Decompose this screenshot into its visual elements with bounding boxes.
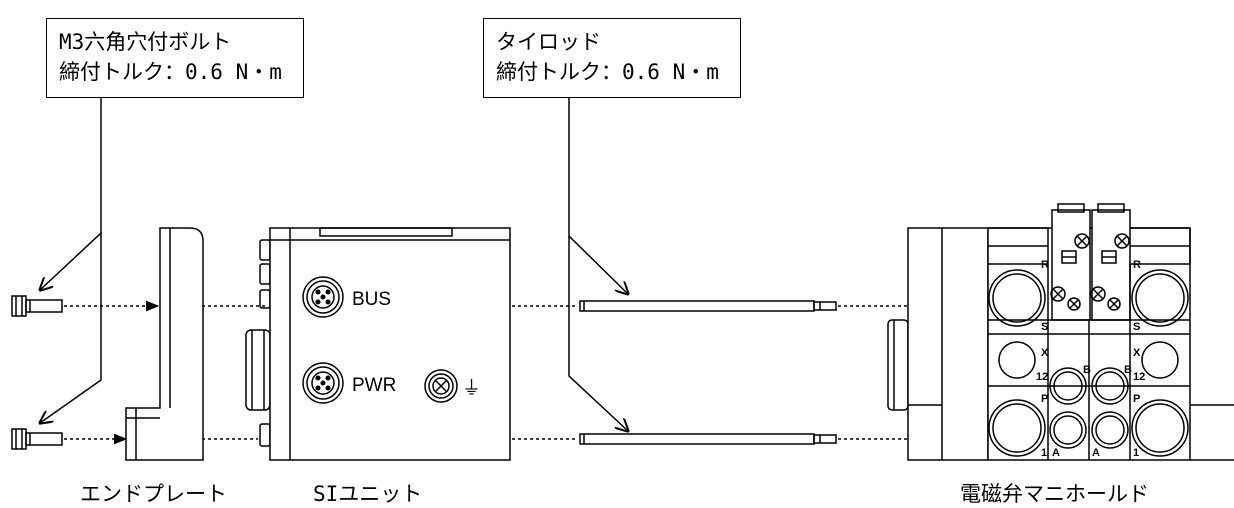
port-mark-p-left: P xyxy=(1041,393,1048,405)
port-mark-a-right: A xyxy=(1092,447,1100,459)
port-mark-a-left: A xyxy=(1052,447,1060,459)
port-mark-1-left: 1 xyxy=(1041,447,1047,459)
bus-connector-icon xyxy=(302,276,344,318)
tie-rod-lower xyxy=(579,433,837,445)
hex-bolt-upper xyxy=(11,295,63,317)
pwr-connector-icon xyxy=(302,362,344,404)
tie-rod-upper xyxy=(579,300,837,312)
port-mark-r-right: R xyxy=(1133,259,1141,271)
label-end-plate: エンドプレート xyxy=(80,482,227,506)
bolt-leader-lines xyxy=(40,98,102,423)
port-mark-1-right: 1 xyxy=(1133,447,1139,459)
callout-bolt-name: M3六角穴付ボルト xyxy=(59,30,232,54)
callout-bolt-torque: 締付トルク：0.6 N・m xyxy=(59,60,282,84)
port-mark-x-right: X xyxy=(1133,347,1141,359)
port-mark-s-left: S xyxy=(1041,321,1048,333)
hex-bolt-lower xyxy=(11,428,63,450)
pwr-label: PWR xyxy=(352,375,396,396)
assembly-guide-lines xyxy=(64,300,908,445)
ground-symbol: ⏚ xyxy=(462,378,481,399)
label-manifold: 電磁弁マニホールド xyxy=(960,482,1149,506)
port-mark-12-left: 12 xyxy=(1036,371,1048,383)
port-mark-s-right: S xyxy=(1133,321,1140,333)
port-mark-x-left: X xyxy=(1041,347,1049,359)
bus-label: BUS xyxy=(352,289,391,310)
callout-tierod: タイロッド 締付トルク：0.6 N・m xyxy=(483,18,741,98)
label-si-unit: SIユニット xyxy=(313,482,423,506)
tierod-leader-lines xyxy=(568,98,628,431)
port-mark-p-right: P xyxy=(1133,393,1140,405)
port-mark-b-right: B xyxy=(1124,364,1132,376)
ground-screw-icon xyxy=(424,369,458,403)
end-plate xyxy=(125,227,204,461)
callout-bolt: M3六角穴付ボルト 締付トルク：0.6 N・m xyxy=(46,18,304,98)
port-mark-12-right: 12 xyxy=(1133,371,1145,383)
port-mark-b-left: B xyxy=(1083,364,1091,376)
callout-tierod-torque: 締付トルク：0.6 N・m xyxy=(496,60,719,84)
manifold-body xyxy=(887,203,1234,461)
port-mark-r-left: R xyxy=(1041,259,1049,271)
si-unit-body xyxy=(245,227,511,461)
callout-tierod-name: タイロッド xyxy=(496,30,601,54)
